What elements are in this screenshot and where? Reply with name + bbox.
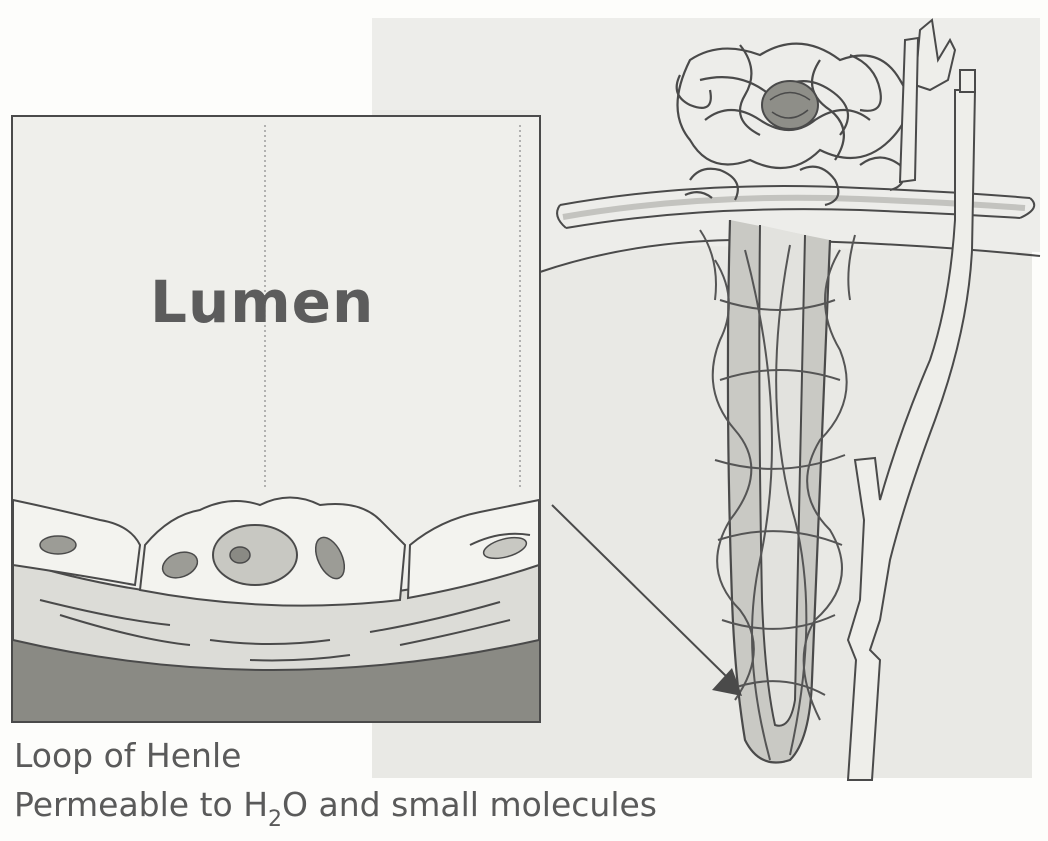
glomerulus [762, 81, 818, 129]
caption-desc-after: O and small molecules [282, 785, 657, 824]
inset-panel [12, 116, 540, 722]
caption-desc-subscript: 2 [268, 807, 282, 832]
caption-desc-before: Permeable to H [14, 785, 268, 824]
lumen-label: Lumen [150, 268, 374, 336]
caption-title: Loop of Henle [14, 736, 241, 775]
caption-description: Permeable to H2O and small molecules [14, 785, 657, 824]
